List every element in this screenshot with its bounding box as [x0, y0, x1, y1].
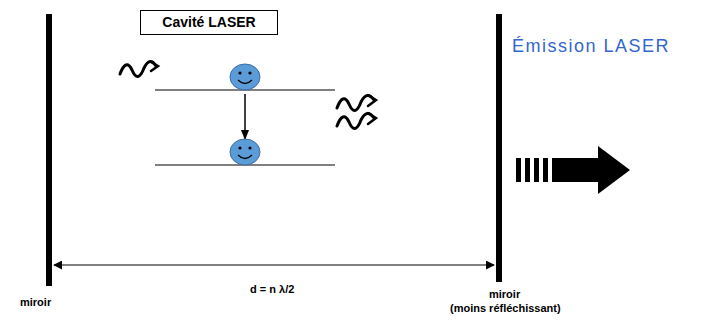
mirror	[46, 14, 52, 286]
mirror-label: miroir	[20, 296, 51, 309]
photon	[337, 113, 376, 129]
dimension-line	[54, 265, 494, 266]
transition-arrow	[244, 94, 246, 139]
atom	[230, 139, 260, 165]
atom	[230, 64, 260, 90]
mirror	[496, 14, 502, 282]
mirror-label: miroir	[489, 288, 520, 301]
photon	[337, 95, 376, 111]
emission-label: Émission LASER	[512, 36, 670, 57]
photon	[120, 61, 158, 76]
emission-arrow	[516, 146, 630, 194]
title-box: Cavité LASER	[140, 10, 278, 35]
cavity-length: d = n λ/2	[250, 283, 294, 296]
mirror-note: (moins réfléchissant)	[450, 302, 561, 315]
diagram-title: Cavité LASER	[141, 14, 277, 30]
